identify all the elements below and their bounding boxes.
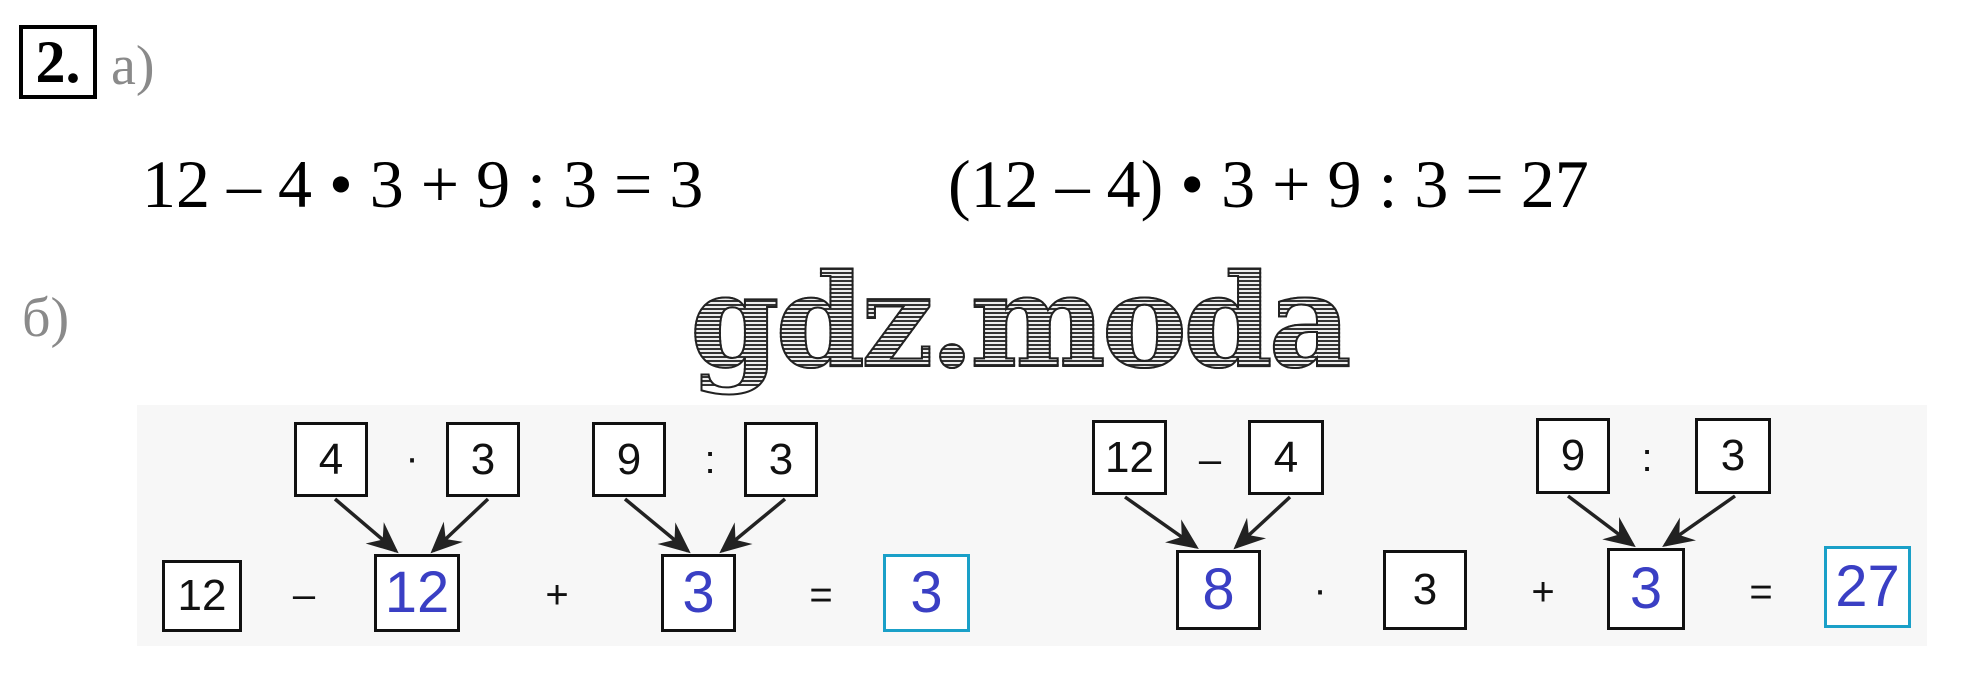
operand-box: 12 [162, 560, 242, 632]
equals-sign: = [809, 573, 833, 617]
multiply-sign: · [405, 436, 419, 480]
operand-box: 3 [744, 422, 818, 497]
minus-sign: – [292, 573, 316, 617]
operand-box: 3 [446, 422, 520, 497]
arrow-icon [333, 497, 399, 554]
plus-sign: + [545, 573, 569, 617]
arrow-icon [430, 497, 490, 554]
arrow-icon [1662, 494, 1737, 548]
operand-box: 9 [592, 422, 666, 497]
equation-2: (12 – 4) • 3 + 9 : 3 = 27 [948, 146, 1589, 222]
result-box: 3 [1607, 548, 1685, 630]
arrow-icon [1566, 494, 1636, 548]
arrow-icon [719, 497, 787, 554]
operand-box: 4 [294, 422, 368, 497]
operand-box: 4 [1248, 420, 1324, 495]
plus-sign: + [1531, 570, 1555, 614]
multiply-sign: · [1313, 568, 1327, 612]
result-box: 8 [1176, 550, 1261, 630]
arrow-icon [1123, 495, 1199, 550]
divide-sign: : [704, 438, 716, 482]
operand-box: 9 [1536, 418, 1610, 494]
divide-sign: : [1641, 436, 1653, 480]
operand-box: 12 [1092, 420, 1167, 495]
minus-sign: – [1198, 438, 1222, 482]
operand-box: 3 [1695, 418, 1771, 494]
equals-sign: = [1749, 570, 1773, 614]
task-number: 2. [19, 25, 97, 99]
arrow-icon [623, 497, 691, 554]
result-box: 12 [374, 554, 460, 632]
equation-1: 12 – 4 • 3 + 9 : 3 = 3 [142, 146, 704, 222]
part-b-label: б) [22, 287, 70, 349]
arrow-icon [1233, 495, 1292, 550]
operand-box: 3 [1383, 550, 1467, 630]
result-box: 3 [661, 554, 736, 632]
final-answer-box: 27 [1824, 546, 1911, 628]
final-answer-box: 3 [883, 554, 970, 632]
part-a-label: а) [111, 35, 155, 97]
watermark-logo: gdz.moda [689, 247, 1352, 397]
